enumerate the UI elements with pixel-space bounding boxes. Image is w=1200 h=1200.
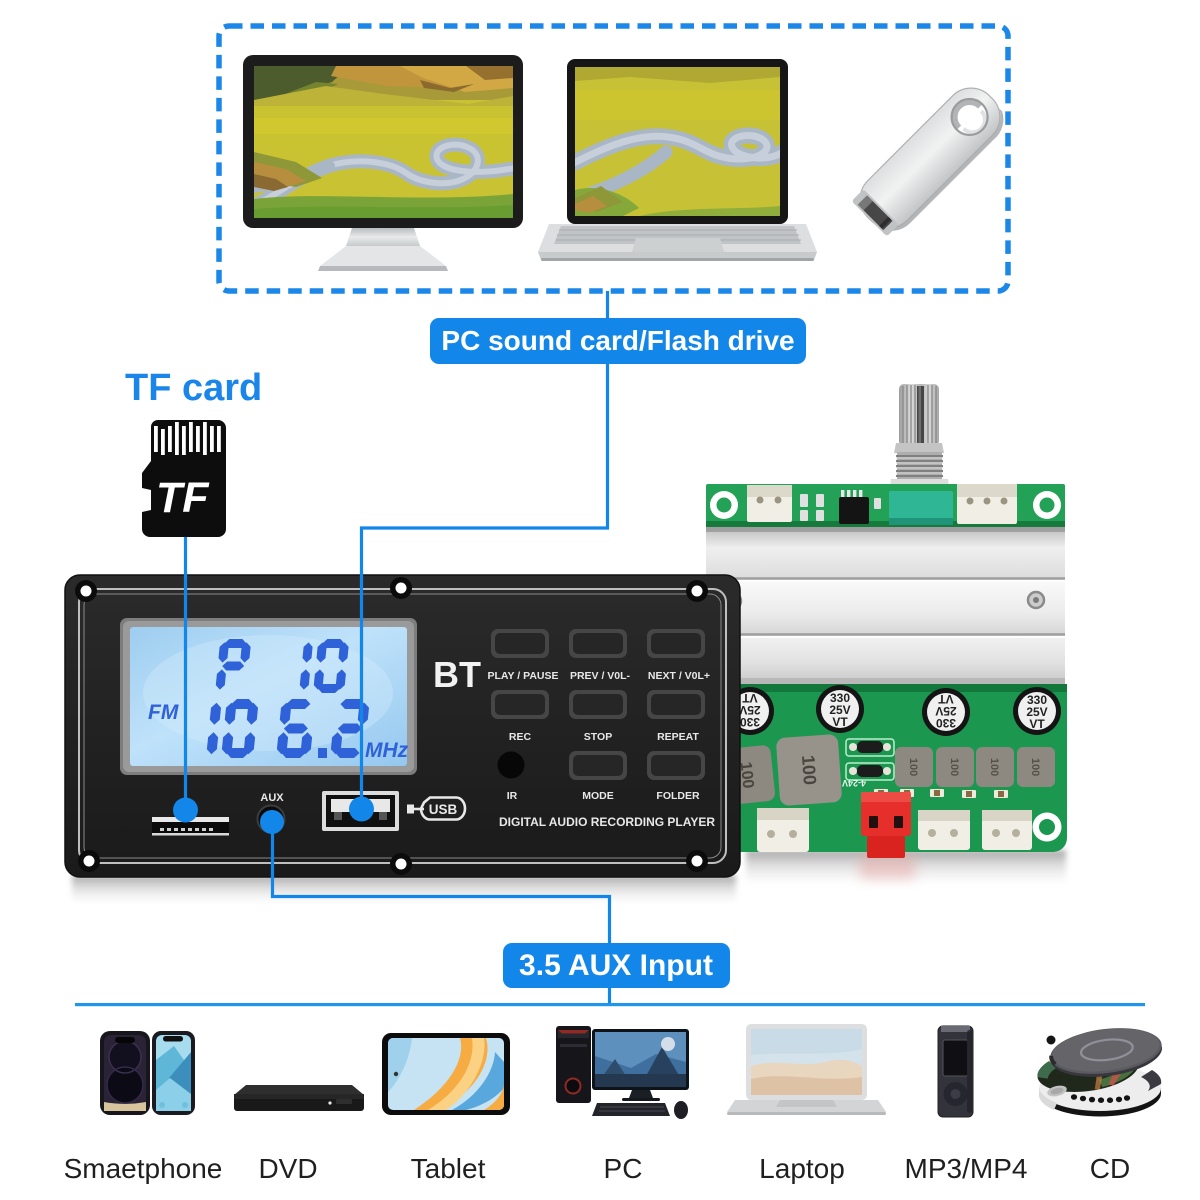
svg-text:MHz: MHz (365, 739, 409, 762)
svg-text:PC sound card/Flash drive: PC sound card/Flash drive (441, 325, 794, 356)
svg-text:100: 100 (988, 758, 1000, 776)
svg-text:PLAY / PAUSE: PLAY / PAUSE (488, 670, 559, 682)
svg-text:DIGITAL AUDIO RECORDING PLAYER: DIGITAL AUDIO RECORDING PLAYER (499, 815, 715, 829)
svg-text:FOLDER: FOLDER (656, 790, 700, 802)
svg-text:IR: IR (507, 790, 518, 802)
svg-text:AUX: AUX (260, 792, 284, 804)
svg-text:MP3/MP4: MP3/MP4 (905, 1153, 1028, 1184)
svg-text:DVD: DVD (258, 1153, 317, 1184)
svg-text:TF card: TF card (125, 367, 262, 409)
svg-text:Smaetphone: Smaetphone (64, 1153, 223, 1184)
svg-text:FM: FM (148, 701, 179, 724)
svg-text:Tablet: Tablet (411, 1153, 486, 1184)
svg-text:BT: BT (433, 654, 481, 695)
svg-text:100: 100 (798, 754, 820, 785)
svg-text:100: 100 (907, 758, 919, 776)
svg-text:33025VVT: 33025VVT (829, 691, 850, 729)
svg-text:NEXT / V0L+: NEXT / V0L+ (648, 670, 710, 682)
svg-text:PREV / V0L-: PREV / V0L- (570, 670, 631, 682)
svg-text:33025VVT: 33025VVT (1026, 693, 1047, 731)
svg-text:REPEAT: REPEAT (657, 731, 699, 743)
svg-text:Laptop: Laptop (759, 1153, 845, 1184)
svg-text:3.5 AUX Input: 3.5 AUX Input (519, 949, 713, 982)
svg-text:USB: USB (429, 802, 458, 817)
svg-text:100: 100 (1029, 758, 1041, 776)
svg-text:TF: TF (156, 474, 210, 522)
svg-text:100: 100 (737, 761, 757, 789)
svg-text:100: 100 (948, 758, 960, 776)
svg-text:CD: CD (1090, 1153, 1130, 1184)
svg-text:4-24V: 4-24V (842, 778, 866, 788)
svg-text:REC: REC (509, 731, 532, 743)
svg-text:STOP: STOP (584, 731, 612, 743)
svg-text:MODE: MODE (582, 790, 614, 802)
svg-text:33025VVT: 33025VVT (935, 692, 956, 730)
svg-text:PC: PC (604, 1153, 643, 1184)
svg-text:33025VVT: 33025VVT (739, 691, 760, 729)
